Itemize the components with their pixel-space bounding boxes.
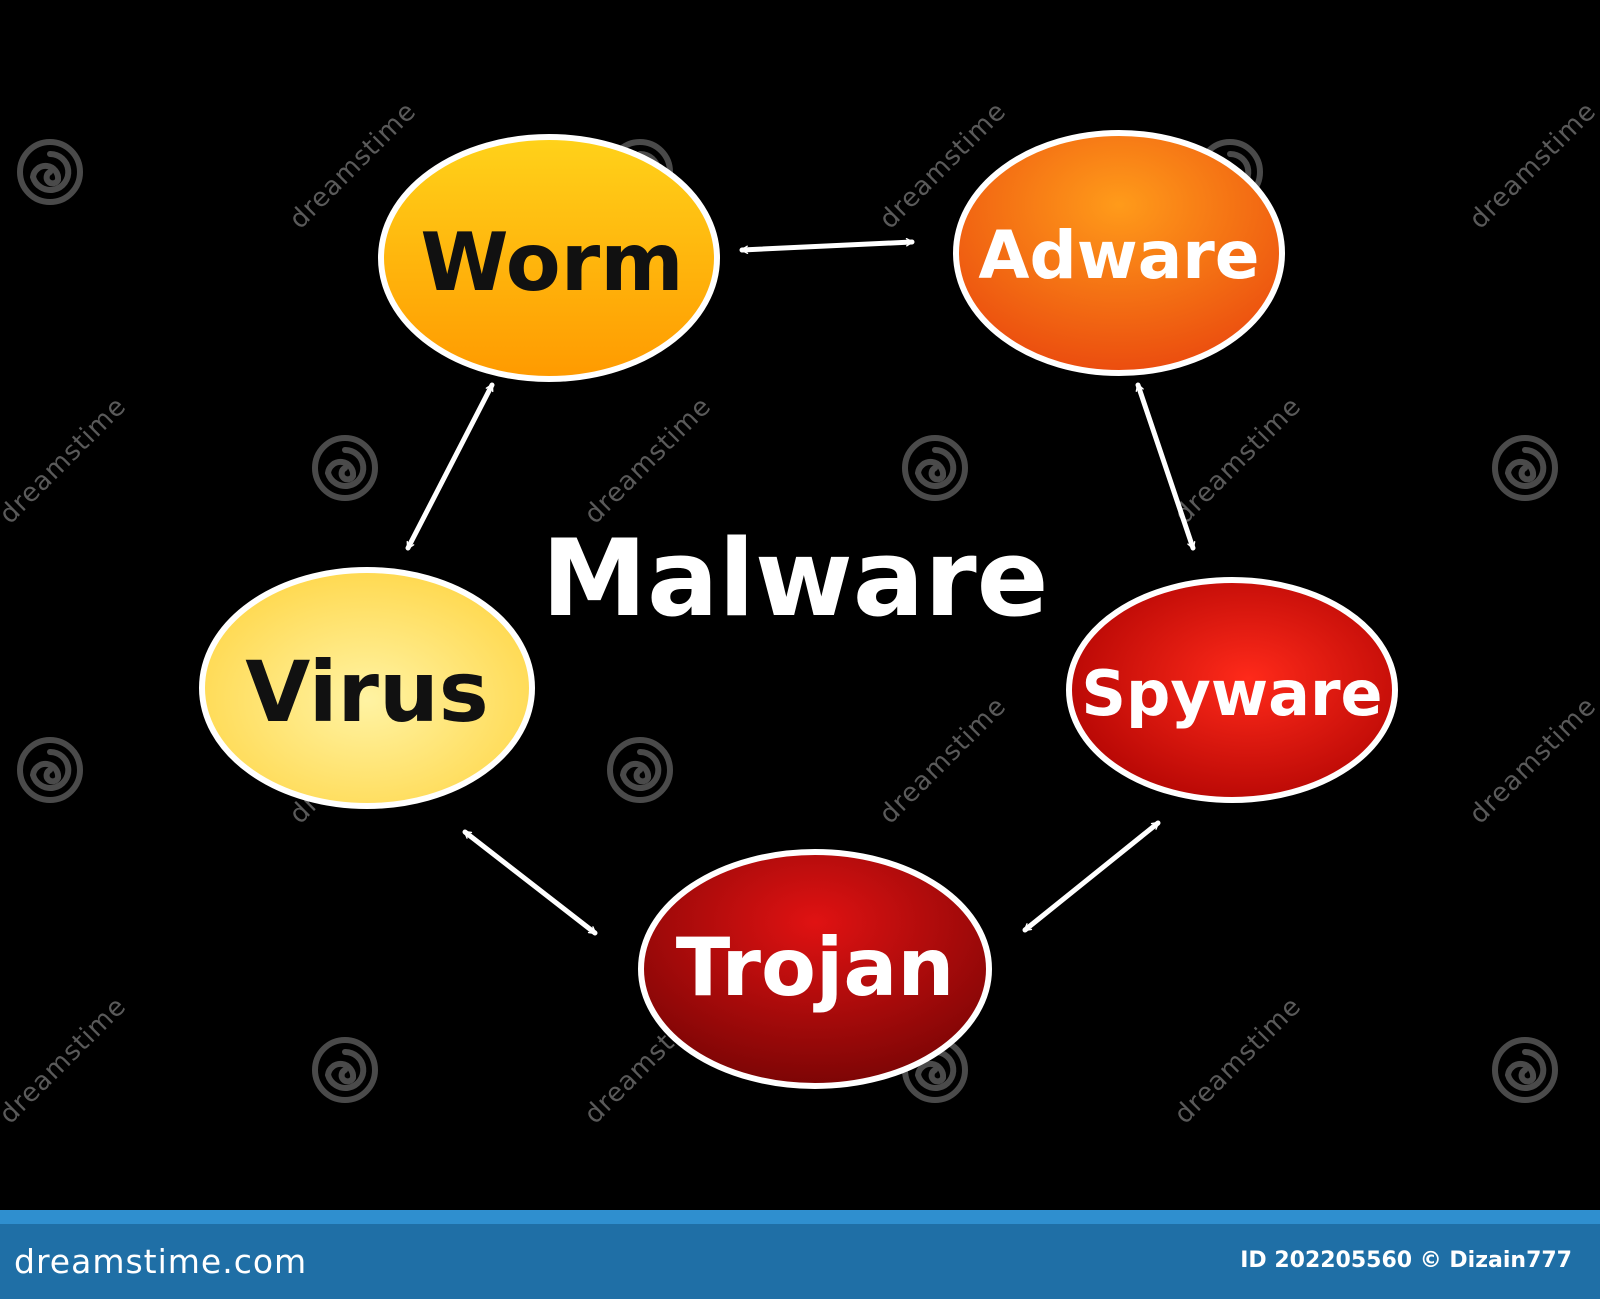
node-spyware: Spyware — [1066, 577, 1398, 803]
node-adware: Adware — [953, 130, 1285, 376]
node-label: Trojan — [676, 921, 955, 1014]
watermark-text: dreamstime — [579, 391, 718, 530]
arrow-trojan-virus — [462, 829, 598, 936]
watermark-text: dreamstime — [874, 691, 1013, 830]
footer-bar: dreamstime.com ID 202205560 © Dizain777 — [0, 1210, 1600, 1299]
node-virus: Virus — [199, 567, 535, 809]
spiral-icon — [610, 740, 670, 800]
node-worm: Worm — [378, 134, 720, 382]
spiral-icon — [315, 438, 375, 498]
arrow-adware-spyware — [1135, 382, 1196, 551]
node-label: Worm — [420, 216, 683, 309]
arrow-worm-adware — [739, 237, 915, 255]
watermark-text: dreamstime — [0, 391, 132, 530]
arrow-virus-worm — [405, 382, 495, 551]
node-trojan: Trojan — [638, 849, 992, 1089]
footer-accent-strip — [0, 1210, 1600, 1224]
malware-diagram: dreamstime dreamstime dreamstime dreamst… — [0, 96, 1600, 1130]
watermark-text: dreamstime — [1169, 391, 1308, 530]
spiral-icon — [1495, 438, 1555, 498]
connector-layer — [405, 237, 1196, 936]
node-label: Spyware — [1081, 657, 1382, 730]
footer-logo[interactable]: dreamstime.com — [14, 1242, 308, 1281]
spiral-icon — [20, 740, 80, 800]
watermark-text: dreamstime — [0, 991, 132, 1130]
watermark-text: dreamstime — [1169, 991, 1308, 1130]
diagram-title: Malware — [542, 517, 1049, 640]
spiral-icon — [20, 142, 80, 202]
spiral-icon — [1495, 1040, 1555, 1100]
spiral-icon — [315, 1040, 375, 1100]
image-credit: ID 202205560 © Dizain777 — [1240, 1248, 1572, 1273]
arrow-spyware-trojan — [1022, 820, 1161, 933]
node-label: Virus — [245, 643, 489, 741]
watermark-text: dreamstime — [1464, 691, 1600, 830]
node-label: Adware — [978, 217, 1259, 294]
watermark-text: dreamstime — [1464, 96, 1600, 235]
spiral-icon — [905, 438, 965, 498]
